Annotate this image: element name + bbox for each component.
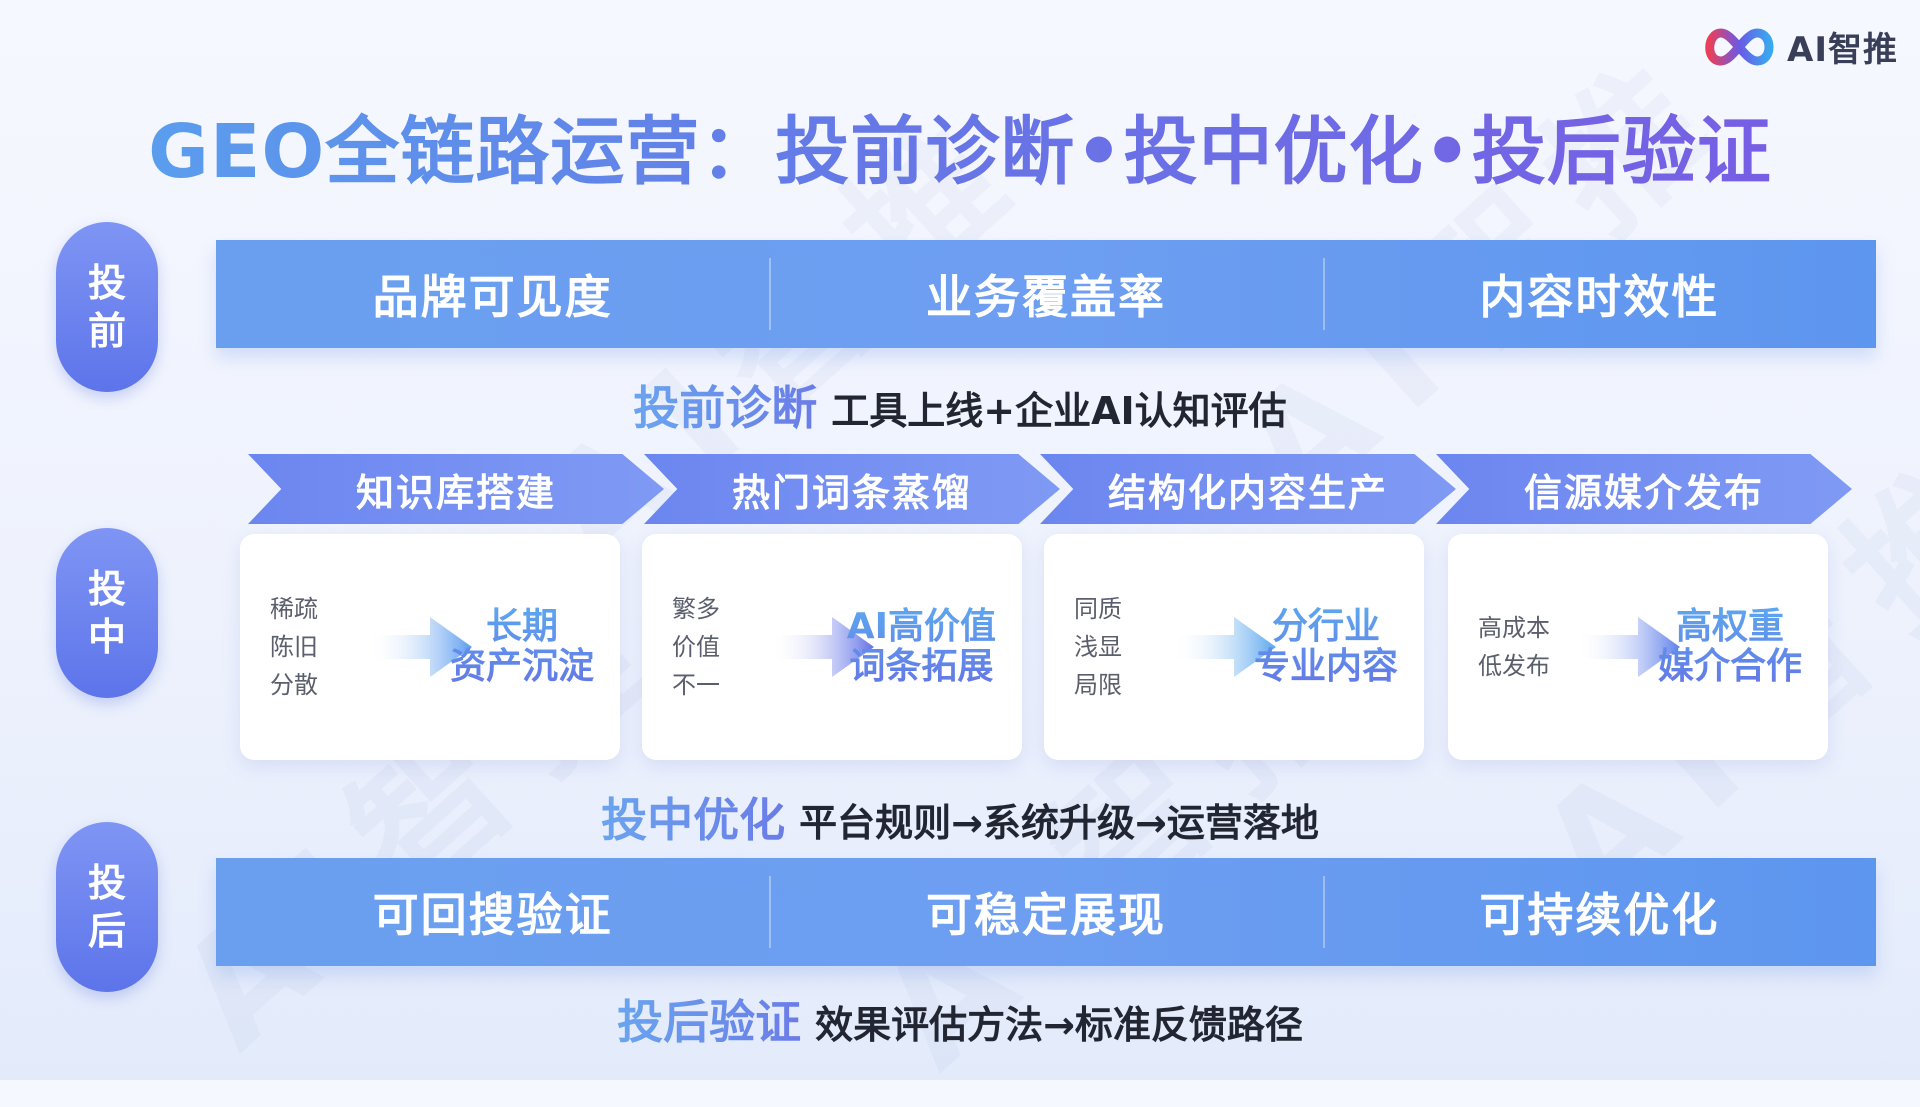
card-after-line: 资产沉淀 <box>449 646 594 687</box>
mid-transform-card: 高成本 低发布 高权重 媒介合作 <box>1448 534 1828 760</box>
card-before-line: 繁多 <box>672 595 720 623</box>
pre-metric: 业务覆盖率 <box>769 240 1322 348</box>
mid-step-chevron: 结构化内容生产 <box>1040 454 1456 524</box>
post-caption-text: 效果评估方法→标准反馈路径 <box>815 1003 1303 1047</box>
pre-metric: 内容时效性 <box>1322 240 1876 348</box>
card-before-line: 局限 <box>1074 671 1122 699</box>
mid-step-label: 结构化内容生产 <box>1107 470 1388 515</box>
brand-logo: AI智推 <box>1701 22 1898 71</box>
mid-transform-card: 繁多 价值 不一 AI高价值 词条拓展 <box>642 534 1022 760</box>
post-metric: 可回搜验证 <box>372 888 613 942</box>
pre-caption-text: 工具上线+企业AI认知评估 <box>831 389 1287 433</box>
stage-char: 后 <box>87 909 126 953</box>
mid-caption-text: 平台规则→系统升级→运营落地 <box>799 801 1319 845</box>
stage-mid-pill: 投 中 <box>56 528 158 698</box>
card-after: 长期 资产沉淀 <box>450 607 594 687</box>
mid-step-chevron: 信源媒介发布 <box>1436 454 1852 524</box>
card-before: 高成本 低发布 <box>1478 609 1550 685</box>
page-title: GEO全链路运营：投前诊断•投中优化•投后验证 <box>0 92 1920 199</box>
card-after-line: 专业内容 <box>1253 646 1398 687</box>
mid-step-chevron: 知识库搭建 <box>248 454 664 524</box>
mid-transform-card: 同质 浅显 局限 分行业 专业内容 <box>1044 534 1424 760</box>
post-metric: 可持续优化 <box>1322 858 1876 966</box>
card-before-line: 浅显 <box>1074 633 1122 661</box>
mid-step-chevron: 热门词条蒸馏 <box>644 454 1060 524</box>
arrow-right-icon <box>1172 617 1276 677</box>
stage-pre-pill: 投 前 <box>56 222 158 392</box>
pre-metric: 品牌可见度 <box>372 270 613 324</box>
card-after-line: 媒介合作 <box>1657 646 1802 687</box>
card-after: 分行业 专业内容 <box>1254 607 1398 687</box>
card-before: 稀疏 陈旧 分散 <box>270 590 318 704</box>
card-before: 繁多 价值 不一 <box>672 590 720 704</box>
stage-char: 中 <box>87 615 126 659</box>
card-before-line: 稀疏 <box>270 595 318 623</box>
stage-char: 投 <box>87 567 126 611</box>
card-before-line: 低发布 <box>1478 652 1550 680</box>
mid-caption-key: 投中优化 <box>601 793 786 847</box>
stage-char: 投 <box>87 261 126 305</box>
card-after: 高权重 媒介合作 <box>1658 607 1802 687</box>
pre-caption-key: 投前诊断 <box>633 381 818 435</box>
arrow-right-icon <box>368 617 472 677</box>
card-after-line: AI高价值 <box>846 606 996 647</box>
mid-step-label: 热门词条蒸馏 <box>731 470 972 515</box>
card-before-line: 同质 <box>1074 595 1122 623</box>
mid-caption: 投中优化平台规则→系统升级→运营落地 <box>0 784 1920 850</box>
card-before-line: 不一 <box>672 671 720 699</box>
pre-caption: 投前诊断工具上线+企业AI认知评估 <box>0 372 1920 438</box>
card-before-line: 价值 <box>672 633 720 661</box>
card-before-line: 陈旧 <box>270 633 318 661</box>
stage-post-pill: 投 后 <box>56 822 158 992</box>
card-before-line: 高成本 <box>1478 614 1550 642</box>
card-after-line: 分行业 <box>1271 606 1380 647</box>
stage-char: 前 <box>87 309 126 353</box>
card-after: AI高价值 词条拓展 <box>847 607 996 687</box>
arrow-right-icon <box>770 617 874 677</box>
card-after-line: 长期 <box>485 606 558 647</box>
post-metrics-bar: 可回搜验证 可稳定展现 可持续优化 <box>216 858 1876 966</box>
card-after-line: 词条拓展 <box>849 646 994 687</box>
post-metric: 可稳定展现 <box>769 858 1322 966</box>
mid-step-label: 知识库搭建 <box>355 470 556 515</box>
post-caption-key: 投后验证 <box>617 995 802 1049</box>
stage-char: 投 <box>87 861 126 905</box>
arrow-right-icon <box>1576 617 1680 677</box>
pre-metrics-bar: 品牌可见度 业务覆盖率 内容时效性 <box>216 240 1876 348</box>
post-caption: 投后验证效果评估方法→标准反馈路径 <box>0 986 1920 1052</box>
card-before: 同质 浅显 局限 <box>1074 590 1122 704</box>
logo-text: AI智推 <box>1787 30 1898 70</box>
card-after-line: 高权重 <box>1675 606 1784 647</box>
mid-transform-card: 稀疏 陈旧 分散 长期 资产沉淀 <box>240 534 620 760</box>
card-before-line: 分散 <box>270 671 318 699</box>
infinity-logo-icon <box>1705 27 1774 66</box>
mid-step-label: 信源媒介发布 <box>1523 470 1764 515</box>
